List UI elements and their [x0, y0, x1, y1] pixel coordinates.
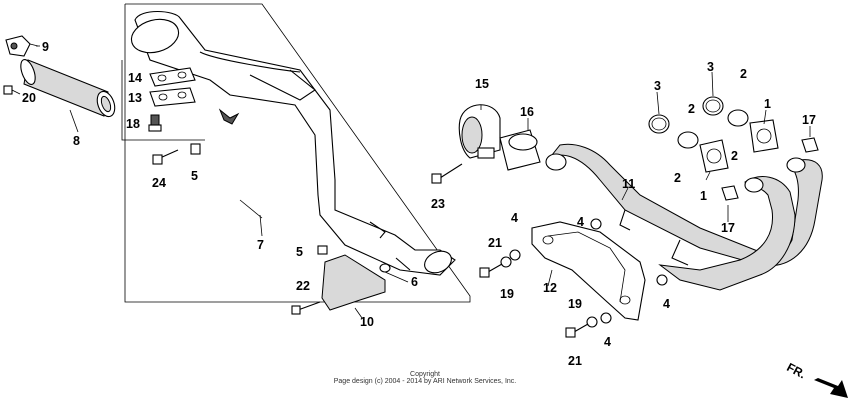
part-3-gasket-right	[702, 96, 724, 116]
part-10-bracket	[321, 254, 386, 319]
part-1-flange-right	[749, 119, 779, 153]
label-21-lower: 21	[568, 354, 582, 368]
label-4-a: 4	[511, 211, 518, 225]
label-11: 11	[622, 177, 635, 191]
part-4-washer-a	[509, 249, 521, 261]
part-23-bolt	[431, 163, 463, 184]
label-2-top: 2	[740, 67, 747, 81]
part-5-nut-upper	[190, 143, 201, 155]
label-9: 9	[42, 40, 49, 54]
label-17-lower: 17	[721, 221, 735, 235]
part-17-nut-upper	[801, 137, 819, 153]
label-1-left: 1	[700, 189, 707, 203]
part-8-tailpipe	[20, 59, 116, 133]
label-21-upper: 21	[488, 236, 502, 250]
label-23: 23	[431, 197, 445, 211]
part-4-washer-d	[600, 312, 612, 324]
part-12-heat-shield	[531, 221, 646, 321]
part-6-ring	[379, 263, 391, 273]
label-5-lower: 5	[296, 245, 303, 259]
part-15-clamp	[458, 104, 501, 159]
label-4-b: 4	[577, 215, 584, 229]
part-22-bolt	[291, 301, 321, 315]
part-13-gasket	[149, 87, 196, 107]
label-12: 12	[543, 281, 557, 295]
label-15: 15	[475, 77, 489, 91]
part-19-washer-upper	[500, 256, 512, 268]
label-7: 7	[257, 238, 264, 252]
label-16: 16	[520, 105, 534, 119]
label-1-right: 1	[764, 97, 771, 111]
label-5-upper: 5	[191, 169, 198, 183]
part-2-ring-b	[727, 109, 749, 127]
label-13: 13	[128, 91, 142, 105]
label-20: 20	[22, 91, 36, 105]
label-6: 6	[411, 275, 418, 289]
label-4-c: 4	[663, 297, 670, 311]
muffler-assembly-frame	[124, 3, 471, 303]
label-3-right: 3	[707, 60, 714, 74]
label-14: 14	[128, 71, 142, 85]
label-10: 10	[360, 315, 374, 329]
part-4-washer-c	[656, 274, 668, 286]
leader-lines	[36, 45, 811, 287]
small-parts-frame	[121, 60, 205, 141]
front-direction-arrow-icon	[814, 378, 848, 398]
label-24: 24	[152, 176, 166, 190]
copyright-notice: Page design (c) 2004 - 2014 by ARI Netwo…	[333, 378, 517, 385]
label-4-d: 4	[604, 335, 611, 349]
part-labels: 9 20 8 14 13 18 24 5 7 5 6 22 10 15 16 2…	[22, 40, 816, 368]
copyright-title: Copyright	[410, 371, 440, 378]
part-21-bolt-upper	[479, 263, 503, 278]
part-2-ring-a	[677, 131, 699, 149]
label-19-upper: 19	[500, 287, 514, 301]
part-21-bolt-lower	[565, 323, 589, 338]
part-5-nut-lower	[317, 245, 328, 255]
part-16-collar	[499, 129, 541, 171]
label-2-mid: 2	[688, 102, 695, 116]
part-9-clamp	[5, 35, 39, 57]
label-3-left: 3	[654, 79, 661, 93]
label-19-lower: 19	[568, 297, 582, 311]
label-8: 8	[73, 134, 80, 148]
part-19-washer-lower	[586, 316, 598, 328]
part-1-flange-left	[699, 139, 729, 173]
part-20-bolt	[3, 85, 21, 95]
label-2-low-a: 2	[674, 171, 681, 185]
label-17-upper: 17	[802, 113, 816, 127]
muffler-body	[130, 10, 456, 276]
label-18: 18	[126, 117, 140, 131]
part-18-bolt	[148, 114, 162, 132]
part-14-gasket	[149, 67, 196, 87]
part-4-washer-b	[590, 218, 602, 230]
label-22: 22	[296, 279, 310, 293]
part-11-exhaust-header	[545, 143, 823, 291]
label-2-low-b: 2	[731, 149, 738, 163]
part-17-nut-lower	[721, 185, 739, 201]
part-3-gasket-left	[648, 114, 670, 134]
part-24-bolt	[152, 149, 179, 165]
